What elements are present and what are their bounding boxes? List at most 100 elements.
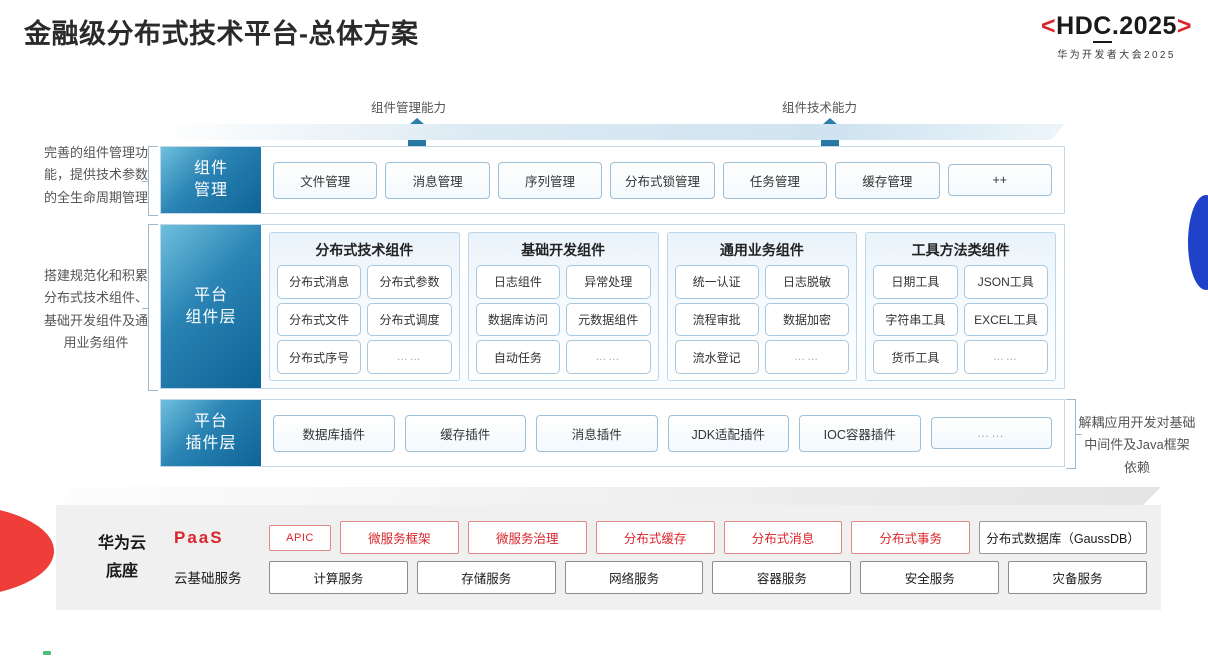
group-grid: 日志组件 异常处理 数据库访问 元数据组件 自动任务 …… bbox=[475, 265, 651, 374]
layer-title-line1: 组件 bbox=[193, 160, 228, 178]
cell-excel-tool[interactable]: EXCEL工具 bbox=[963, 302, 1048, 337]
paas-row-label: PaaS bbox=[174, 528, 260, 548]
paas-base-label-line1: 华为云 bbox=[97, 535, 146, 553]
group-title: 分布式技术组件 bbox=[315, 242, 414, 258]
left-red-wedge-decoration bbox=[0, 505, 54, 597]
cell-exception-handling[interactable]: 异常处理 bbox=[566, 265, 651, 299]
bracket-component-management bbox=[142, 146, 158, 216]
chip-message-plugin[interactable]: 消息插件 bbox=[536, 414, 658, 452]
paas-base-label-line2: 底座 bbox=[105, 562, 138, 580]
group-distributed-tech-components: 分布式技术组件 分布式消息 分布式参数 分布式文件 分布式调度 分布式序号 …… bbox=[269, 232, 460, 381]
cell-more[interactable]: …… bbox=[566, 340, 651, 374]
cell-distributed-sequence[interactable]: 分布式序号 bbox=[277, 340, 362, 374]
cloud-label-text: 云基础服务 bbox=[174, 571, 242, 586]
group-grid: 统一认证 日志脱敏 流程审批 数据加密 流水登记 …… bbox=[674, 265, 850, 374]
logo-text-year: .2025 bbox=[1111, 12, 1177, 40]
cell-string-tool[interactable]: 字符串工具 bbox=[873, 302, 958, 337]
layer-title-component-management: 组件 管理 bbox=[161, 147, 261, 213]
cell-more[interactable]: …… bbox=[764, 340, 850, 374]
chip-database-plugin[interactable]: 数据库插件 bbox=[273, 414, 395, 452]
cloud-chip-security-service[interactable]: 安全服务 bbox=[860, 561, 1000, 594]
cell-transaction-registration[interactable]: 流水登记 bbox=[674, 340, 759, 374]
group-title: 通用业务组件 bbox=[719, 242, 804, 258]
paas-chip-distributed-transaction[interactable]: 分布式事务 bbox=[851, 521, 971, 554]
cloud-row-label: 云基础服务 bbox=[174, 567, 260, 588]
chip-task-management[interactable]: 任务管理 bbox=[722, 161, 828, 199]
chip-cache-management[interactable]: 缓存管理 bbox=[835, 161, 940, 199]
cell-automatic-task[interactable]: 自动任务 bbox=[475, 340, 561, 374]
layer-title-line1: 平台 bbox=[193, 413, 228, 431]
cloud-chip-storage-service[interactable]: 存储服务 bbox=[416, 561, 556, 594]
layer-body-component-management: 文件管理 消息管理 序列管理 分布式锁管理 任务管理 缓存管理 ++ bbox=[261, 147, 1064, 213]
cell-distributed-file[interactable]: 分布式文件 bbox=[277, 302, 362, 337]
paas-base-top-face-3d bbox=[56, 487, 1161, 506]
paas-label-text: PaaS bbox=[174, 527, 224, 547]
chip-jdk-adaptation-plugin[interactable]: JDK适配插件 bbox=[667, 414, 789, 452]
cell-log-component[interactable]: 日志组件 bbox=[475, 265, 561, 299]
chip-distributed-lock-management[interactable]: 分布式锁管理 bbox=[610, 161, 715, 199]
chip-file-management[interactable]: 文件管理 bbox=[273, 161, 378, 199]
group-general-business-components: 通用业务组件 统一认证 日志脱敏 流程审批 数据加密 流水登记 …… bbox=[666, 232, 858, 381]
cell-distributed-schedule[interactable]: 分布式调度 bbox=[367, 302, 452, 337]
paas-base-label: 华为云 底座 bbox=[76, 530, 168, 584]
cell-more[interactable]: …… bbox=[367, 340, 452, 374]
group-grid: 分布式消息 分布式参数 分布式文件 分布式调度 分布式序号 …… bbox=[277, 265, 452, 374]
cell-data-encryption[interactable]: 数据加密 bbox=[764, 302, 850, 337]
cell-database-access[interactable]: 数据库访问 bbox=[475, 302, 561, 337]
cloud-chip-disaster-recovery-service[interactable]: 灾备服务 bbox=[1008, 561, 1147, 594]
layer-title-platform-plugin: 平台 插件层 bbox=[161, 400, 261, 466]
chip-cache-plugin[interactable]: 缓存插件 bbox=[404, 414, 526, 452]
paas-chip-distributed-message[interactable]: 分布式消息 bbox=[723, 521, 843, 554]
cell-unified-authentication[interactable]: 统一认证 bbox=[674, 265, 759, 299]
group-tool-method-components: 工具方法类组件 日期工具 JSON工具 字符串工具 EXCEL工具 货币工具 …… bbox=[865, 232, 1056, 381]
hdc-logo: <HDC.2025> 华为开发者大会2025 bbox=[1041, 12, 1192, 61]
bracket-platform-plugin bbox=[1066, 399, 1082, 469]
chip-more[interactable]: …… bbox=[930, 417, 1052, 449]
chip-sequence-management[interactable]: 序列管理 bbox=[497, 161, 603, 199]
chip-more[interactable]: ++ bbox=[947, 164, 1052, 196]
paas-services-row: PaaS APIC 微服务框架 微服务治理 分布式缓存 分布式消息 分布式事务 … bbox=[174, 521, 1148, 554]
paas-chip-distributed-database-gaussdb[interactable]: 分布式数据库（GaussDB） bbox=[979, 521, 1148, 554]
arrow-label-component-technology: 组件技术能力 bbox=[782, 101, 858, 115]
cell-distributed-parameter[interactable]: 分布式参数 bbox=[367, 265, 452, 299]
group-title: 基础开发组件 bbox=[521, 242, 606, 258]
cell-metadata-component[interactable]: 元数据组件 bbox=[566, 302, 651, 337]
cell-process-approval[interactable]: 流程审批 bbox=[674, 302, 759, 337]
layer-body-platform-component: 分布式技术组件 分布式消息 分布式参数 分布式文件 分布式调度 分布式序号 ……… bbox=[261, 225, 1064, 388]
note-platform-component: 搭建规范化和积累分布式技术组件、基础开发组件及通用业务组件 bbox=[43, 268, 148, 351]
group-basic-development-components: 基础开发组件 日志组件 异常处理 数据库访问 元数据组件 自动任务 …… bbox=[467, 232, 659, 381]
layer-title-line2: 组件层 bbox=[185, 308, 237, 326]
paas-rows: PaaS APIC 微服务框架 微服务治理 分布式缓存 分布式消息 分布式事务 … bbox=[168, 521, 1148, 594]
cell-log-desensitization[interactable]: 日志脱敏 bbox=[764, 265, 850, 299]
logo-bracket-right-icon: > bbox=[1176, 12, 1192, 40]
hdc-logo-subtitle: 华为开发者大会2025 bbox=[1057, 50, 1176, 61]
cloud-chip-compute-service[interactable]: 计算服务 bbox=[269, 561, 408, 594]
layer-title-line2: 插件层 bbox=[185, 435, 237, 452]
cloud-chip-container-service[interactable]: 容器服务 bbox=[712, 561, 852, 594]
right-blue-lens-decoration bbox=[1188, 195, 1208, 290]
chip-message-management[interactable]: 消息管理 bbox=[385, 161, 490, 199]
chip-ioc-container-plugin[interactable]: IOC容器插件 bbox=[799, 414, 921, 452]
paas-chip-distributed-cache[interactable]: 分布式缓存 bbox=[595, 521, 715, 554]
paas-chip-microservice-framework[interactable]: 微服务框架 bbox=[340, 521, 459, 554]
layer-title-line1: 平台 bbox=[193, 286, 228, 304]
platform-stack: 组件 管理 文件管理 消息管理 序列管理 分布式锁管理 任务管理 缓存管理 ++… bbox=[160, 124, 1065, 483]
cloud-chip-network-service[interactable]: 网络服务 bbox=[564, 561, 704, 594]
logo-bracket-left-icon: < bbox=[1041, 12, 1057, 40]
cell-more[interactable]: …… bbox=[963, 340, 1048, 374]
layer-component-management: 组件 管理 文件管理 消息管理 序列管理 分布式锁管理 任务管理 缓存管理 ++ bbox=[160, 146, 1065, 214]
paas-chip-apic[interactable]: APIC bbox=[269, 524, 331, 551]
cell-json-tool[interactable]: JSON工具 bbox=[963, 265, 1048, 299]
bracket-platform-component bbox=[142, 224, 158, 391]
stack-top-face-3d bbox=[160, 124, 1065, 140]
cell-currency-tool[interactable]: 货币工具 bbox=[873, 340, 958, 374]
cell-distributed-message[interactable]: 分布式消息 bbox=[277, 265, 362, 299]
bottom-green-marker bbox=[43, 651, 51, 655]
cell-date-tool[interactable]: 日期工具 bbox=[873, 265, 958, 299]
arrow-label-component-management: 组件管理能力 bbox=[371, 101, 447, 115]
note-component-management: 完善的组件管理功能，提供技术参数的全生命周期管理 bbox=[43, 145, 148, 205]
paas-chip-microservice-governance[interactable]: 微服务治理 bbox=[467, 521, 587, 554]
note-platform-plugin: 解耦应用开发对基础中间件及Java框架依赖 bbox=[1078, 415, 1196, 475]
page-title: 金融级分布式技术平台-总体方案 bbox=[24, 19, 419, 49]
layer-body-platform-plugin: 数据库插件 缓存插件 消息插件 JDK适配插件 IOC容器插件 …… bbox=[261, 400, 1064, 466]
